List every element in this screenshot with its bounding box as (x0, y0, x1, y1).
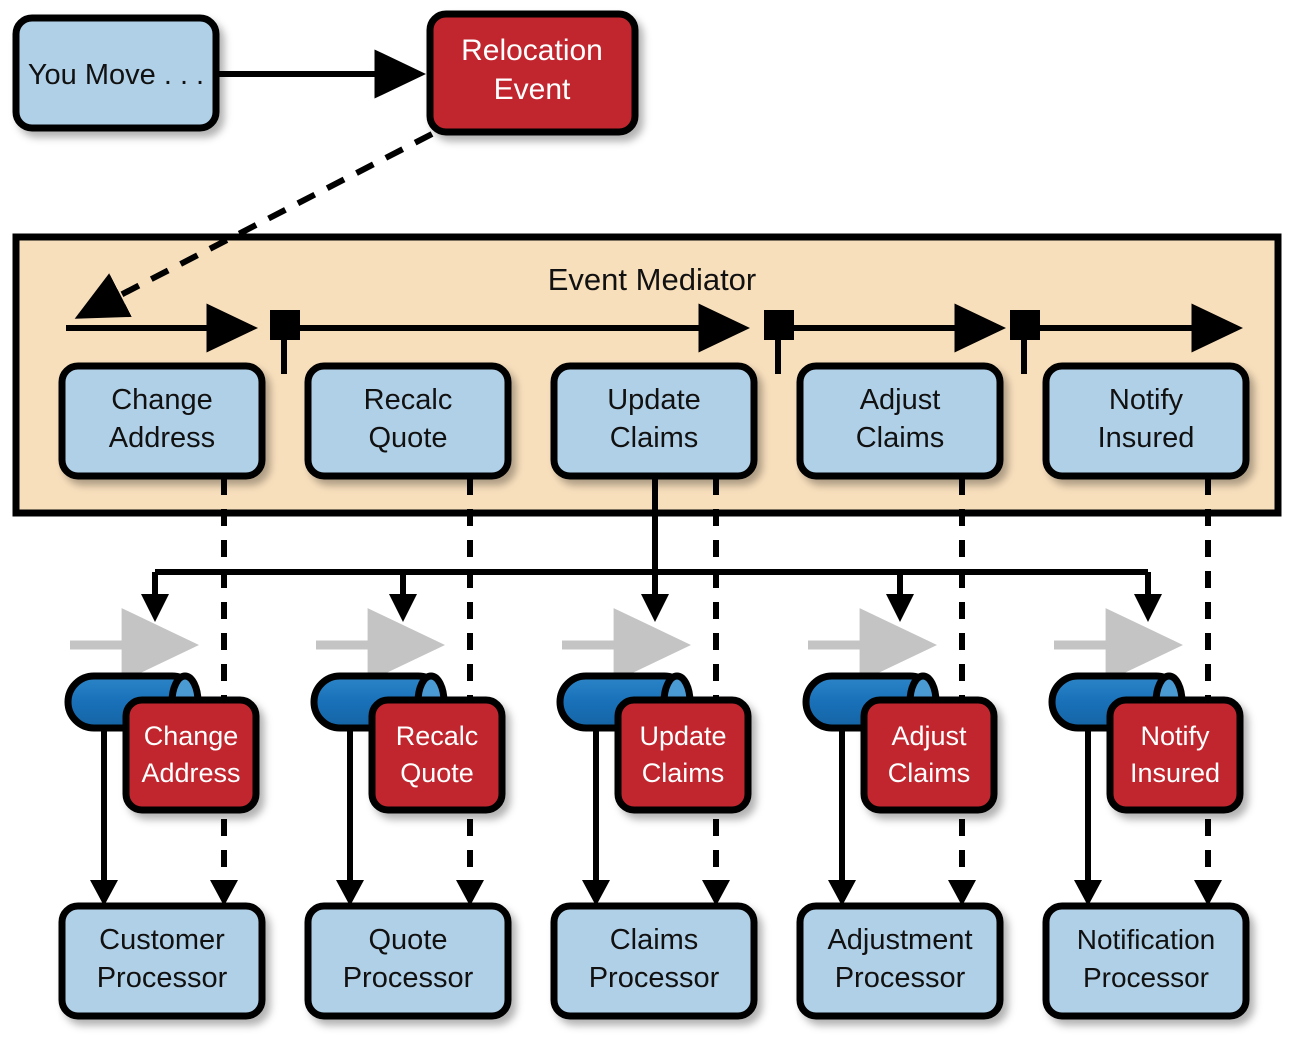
event-box-adjust-claims[interactable]: Adjust Claims (860, 696, 998, 814)
dashed-channel-arrowheads (210, 880, 1222, 906)
event-box-label: Insured (1130, 758, 1220, 788)
processor-claims[interactable]: Claims Processor (550, 902, 758, 1020)
processor-label: Quote (369, 924, 448, 956)
mediator-step-notify-insured[interactable]: Notify Insured (1042, 362, 1250, 480)
event-box-label: Claims (642, 758, 725, 788)
mediator-step-adjust-claims[interactable]: Adjust Claims (796, 362, 1004, 480)
event-box-recalc-quote[interactable]: Recalc Quote (368, 696, 506, 814)
event-box-change-address[interactable]: Change Address (122, 696, 260, 814)
event-box-label: Claims (888, 758, 971, 788)
event-box-label: Event (494, 73, 571, 106)
mediator-step-label: Insured (1098, 422, 1195, 454)
mediator-step-update-claims[interactable]: Update Claims (550, 362, 758, 480)
mediator-connector-3 (1010, 310, 1040, 374)
relocation-to-mediator-dashed-arrow (74, 131, 434, 319)
mediator-step-label: Notify (1109, 384, 1184, 416)
mediator-step-label: Claims (610, 422, 699, 454)
processor-label: Adjustment (827, 924, 972, 956)
event-box-label: Recalc (396, 721, 479, 751)
processor-label: Processor (1083, 962, 1209, 993)
mediator-title: Event Mediator (548, 262, 757, 297)
processor-customer[interactable]: Customer Processor (58, 902, 266, 1020)
processor-quote[interactable]: Quote Processor (304, 902, 512, 1020)
mediator-step-label: Adjust (860, 384, 941, 416)
event-box-notify-insured[interactable]: Notify Insured (1106, 696, 1244, 814)
distribution-bus-arrowheads (141, 594, 1162, 622)
event-box-update-claims[interactable]: Update Claims (614, 696, 752, 814)
queue-dropline-arrowheads (90, 880, 1102, 906)
processor-label: Customer (99, 924, 225, 956)
processor-label: Processor (589, 962, 720, 994)
processor-label: Processor (343, 962, 474, 994)
event-box-label: Change (144, 721, 239, 751)
event-box-label: Update (639, 721, 726, 751)
mediator-step-recalc-quote[interactable]: Recalc Quote (304, 362, 512, 480)
processor-label: Processor (835, 962, 966, 994)
processor-label: Claims (610, 924, 699, 956)
mediator-step-label: Claims (856, 422, 945, 454)
event-box-label: Adjust (891, 721, 967, 751)
dashed-channel-lines (221, 478, 1211, 880)
event-box-label: Notify (1140, 721, 1210, 751)
mediator-step-label: Quote (369, 422, 448, 454)
mediator-step-label: Update (607, 384, 701, 416)
distribution-bus (152, 478, 1151, 594)
event-box-relocation-event[interactable]: Relocation Event (426, 10, 639, 136)
source-box-you-move[interactable]: You Move . . . (12, 14, 220, 132)
mediator-step-label: Address (109, 422, 215, 454)
processor-label: Processor (97, 962, 228, 994)
mediator-connector-1 (270, 310, 300, 374)
mediator-step-change-address[interactable]: Change Address (58, 362, 266, 480)
source-box-label: You Move . . . (28, 59, 204, 91)
event-box-label: Address (141, 758, 240, 788)
mediator-step-label: Recalc (364, 384, 453, 416)
event-box-label: Quote (400, 758, 474, 788)
processor-label: Notification (1077, 924, 1216, 955)
event-box-label: Relocation (461, 34, 603, 67)
processor-adjustment[interactable]: Adjustment Processor (796, 902, 1004, 1020)
processor-notification[interactable]: Notification Processor (1042, 902, 1250, 1020)
mediator-step-label: Change (111, 384, 213, 416)
mediator-connector-2 (764, 310, 794, 374)
